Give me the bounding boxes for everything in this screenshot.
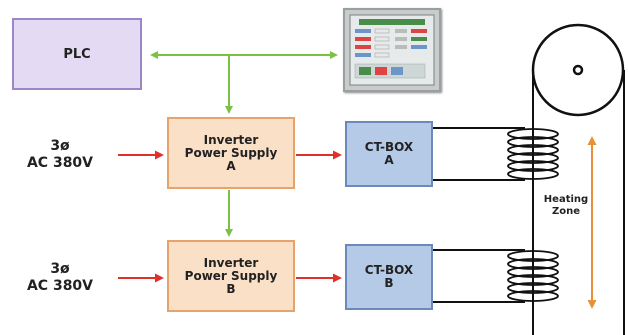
pulley-wheel-icon [531, 23, 625, 117]
ct-box-label: CT-BOX [364, 140, 414, 154]
inverter-label: Inverter [203, 255, 259, 270]
ct-box-b: CT-BOX B [345, 244, 433, 310]
heating-zone-line2: Zone [551, 206, 581, 217]
coil-a-leads [433, 127, 525, 181]
voltage-label: AC 380V [26, 278, 94, 294]
ct-box-id: A [384, 153, 394, 167]
inverter-power-supply-b: Inverter Power Supply B [167, 240, 295, 312]
ct-box-id: B [384, 276, 394, 290]
power-source-a: 3ø AC 380V [8, 138, 112, 172]
coil-b-leads [433, 249, 525, 303]
inverter-id: A [226, 158, 236, 173]
plc-box: PLC [12, 18, 142, 90]
hmi-touch-panel-image [343, 8, 441, 92]
inverter-id: B [226, 281, 236, 296]
heating-zone-line1: Heating [543, 194, 589, 205]
voltage-label: AC 380V [26, 155, 94, 171]
plc-label: PLC [63, 46, 91, 62]
power-source-b: 3ø AC 380V [8, 261, 112, 295]
phase-label: 3ø [50, 261, 70, 277]
heating-zone-label: Heating Zone [540, 194, 592, 218]
inverter-label: Power Supply [184, 145, 278, 160]
ct-box-label: CT-BOX [364, 263, 414, 277]
ct-box-a: CT-BOX A [345, 121, 433, 187]
phase-label: 3ø [50, 138, 70, 154]
inverter-label: Inverter [203, 132, 259, 147]
inverter-label: Power Supply [184, 268, 278, 283]
inverter-power-supply-a: Inverter Power Supply A [167, 117, 295, 189]
